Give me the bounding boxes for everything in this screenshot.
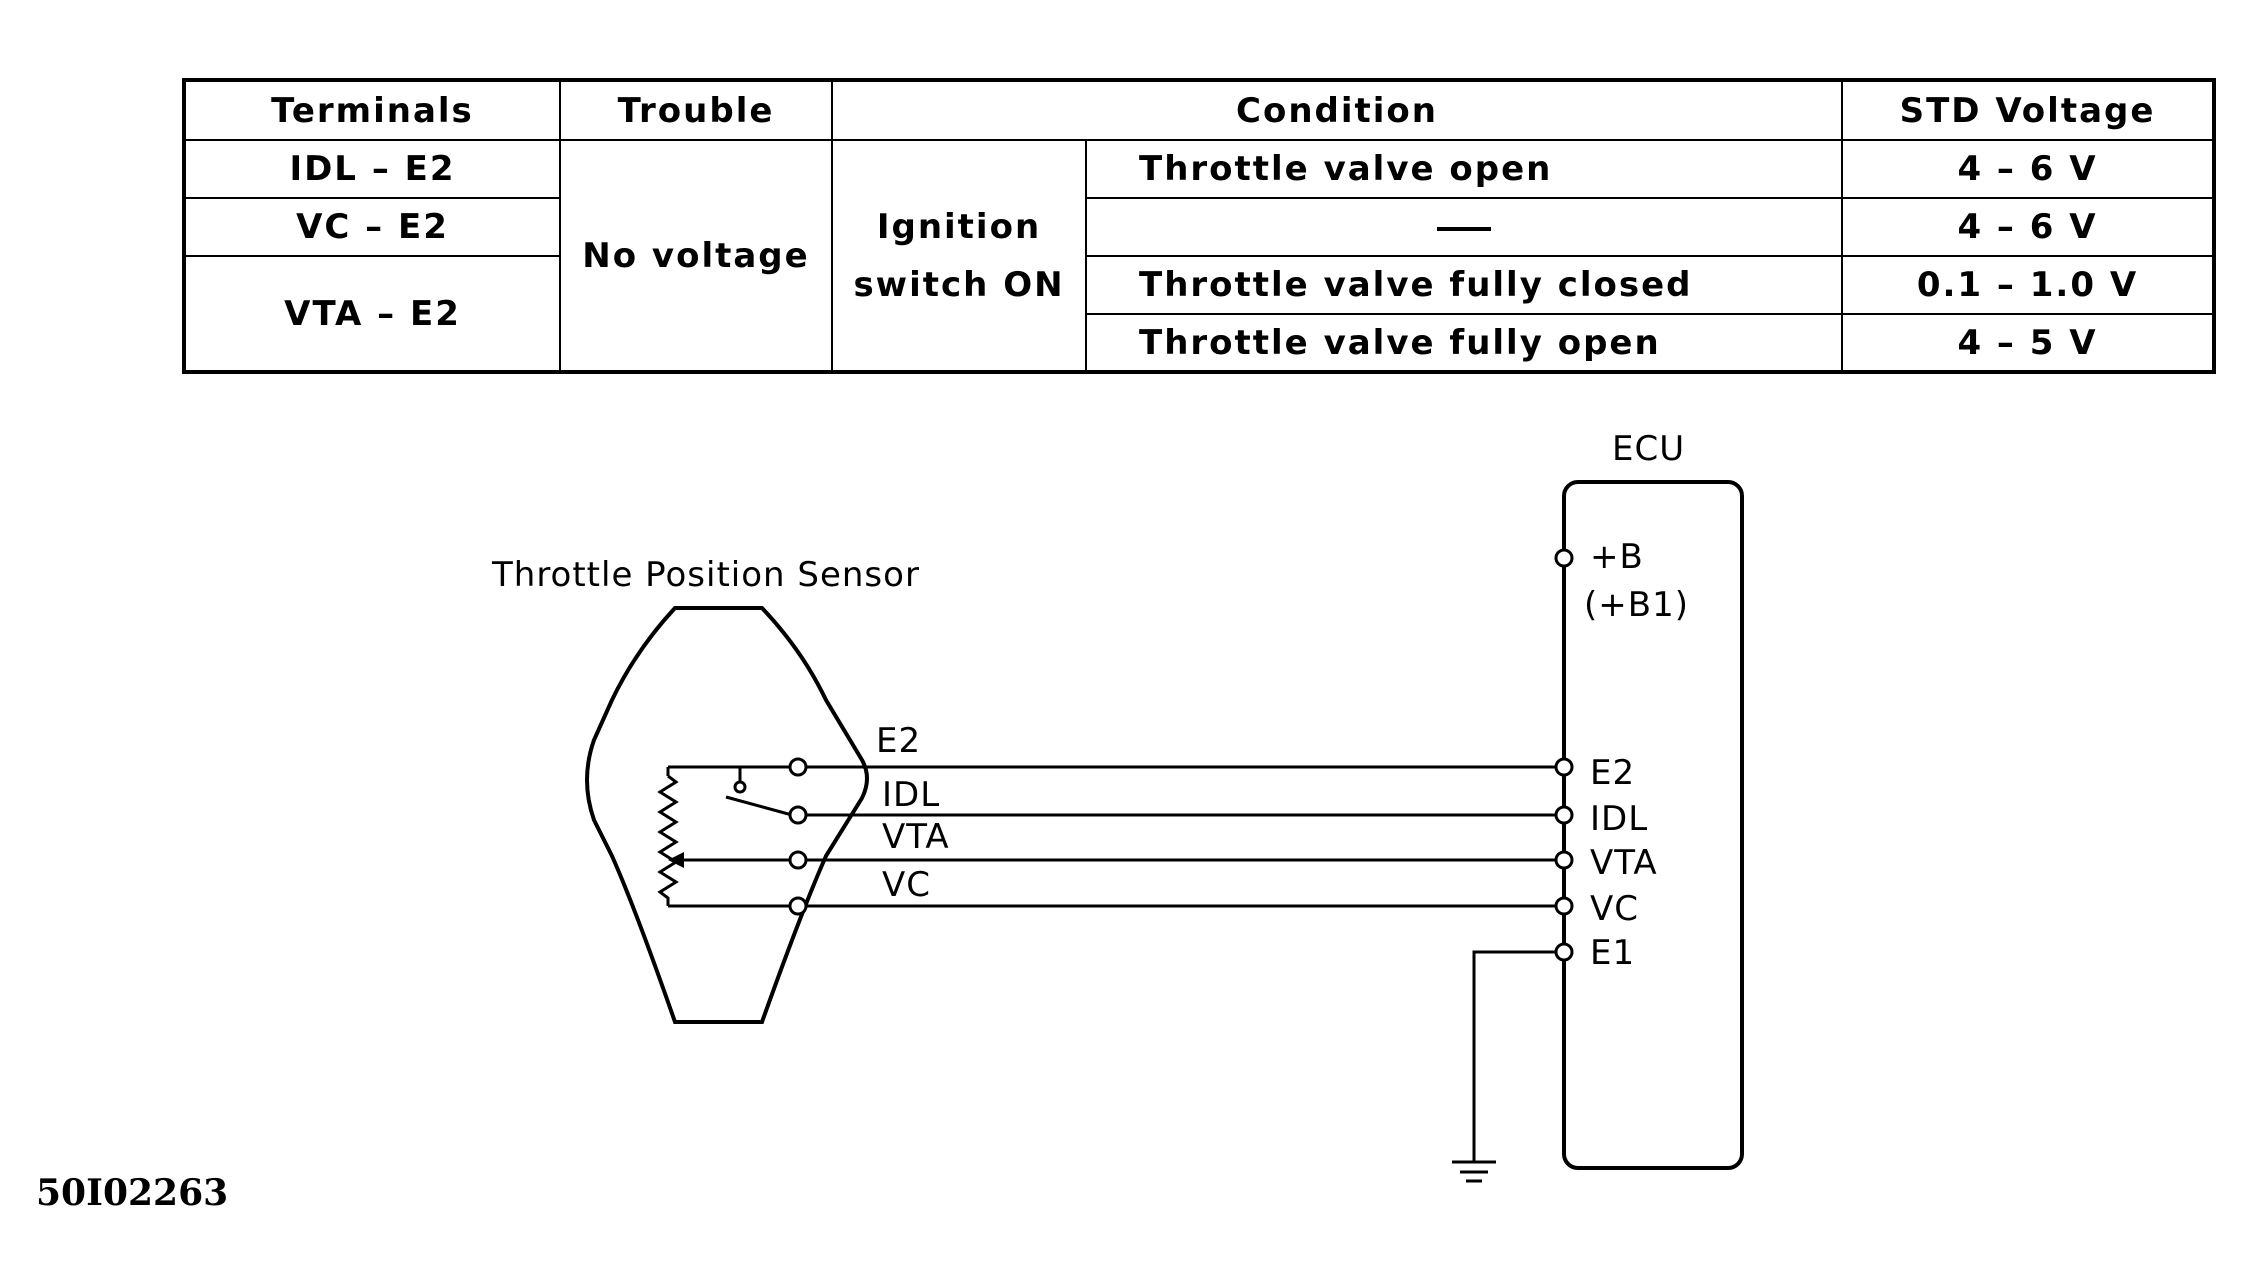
table-row: VTA – E2 Throttle valve fully closed 0.1… <box>183 255 2216 373</box>
wire-e1-ground <box>1472 950 1560 1162</box>
condition-detail-cell: Throttle valve fully closed <box>1084 255 1844 315</box>
ecu-terminal-e2 <box>1554 757 1574 777</box>
idle-switch-symbol <box>725 795 793 817</box>
condition-main-line2: switch ON <box>853 264 1065 305</box>
voltage-cell: 4 – 5 V <box>1841 313 2216 373</box>
header-std-voltage: STD Voltage <box>1841 79 2216 141</box>
ecu-terminal-label-e2: E2 <box>1590 753 1635 793</box>
wire-label-vc: VC <box>882 865 931 905</box>
ecu-box <box>1562 480 1744 1170</box>
header-trouble: Trouble <box>559 79 833 141</box>
condition-main-line1: Ignition <box>876 206 1042 247</box>
condition-detail-cell: — <box>1084 197 1844 257</box>
voltage-cell: 4 – 6 V <box>1841 197 2216 257</box>
table-row: VC – E2 — 4 – 6 V <box>183 197 2216 257</box>
table-row: Throttle valve fully open 4 – 5 V <box>184 313 2216 373</box>
ecu-terminal-b <box>1554 548 1574 568</box>
sensor-terminal-e2 <box>788 757 808 777</box>
ecu-terminal-vc <box>1554 896 1574 916</box>
sensor-terminal-vc <box>788 896 808 916</box>
condition-detail-cell: Throttle valve fully open <box>1084 313 1844 373</box>
sensor-label: Throttle Position Sensor <box>491 555 920 595</box>
wire-label-e2: E2 <box>876 721 921 761</box>
terminal-cell: VC – E2 <box>183 197 561 257</box>
sensor-terminal-idl <box>788 805 808 825</box>
voltage-cell: 4 – 6 V <box>1841 139 2216 199</box>
header-condition: Condition <box>830 79 1844 141</box>
ecu-terminal-idl <box>1554 805 1574 825</box>
figure-id: 50I02263 <box>36 1172 229 1214</box>
ecu-terminal-vta <box>1554 850 1574 870</box>
terminal-cell: VTA – E2 <box>183 255 561 373</box>
ecu-label: ECU <box>1612 429 1685 469</box>
voltage-cell: 0.1 – 1.0 V <box>1841 255 2216 315</box>
voltage-spec-table: Terminals Trouble Condition STD Voltage … <box>182 78 2217 374</box>
terminal-cell: IDL – E2 <box>183 139 561 199</box>
ecu-terminal-label-e1: E1 <box>1590 933 1635 973</box>
table-header-row: Terminals Trouble Condition STD Voltage <box>183 79 2216 141</box>
header-terminals: Terminals <box>183 79 561 141</box>
sensor-housing <box>585 606 869 1024</box>
sensor-terminal-vta <box>788 850 808 870</box>
table-row: IDL – E2 No voltage Ignition switch ON Th… <box>183 139 2216 373</box>
ecu-terminal-label-b: +B <box>1590 537 1644 577</box>
ecu-terminal-label-vta: VTA <box>1590 843 1658 883</box>
dash-mark <box>1437 226 1491 231</box>
potentiometer-symbol <box>657 774 679 906</box>
ecu-terminal-label-vc: VC <box>1590 889 1639 929</box>
wire-label-vta: VTA <box>882 817 950 857</box>
ecu-terminal-e1 <box>1554 942 1574 962</box>
wiper-arrow <box>668 852 684 868</box>
trouble-cell: No voltage <box>559 139 833 373</box>
idle-switch-contact <box>733 780 747 794</box>
ground-symbol <box>1452 1160 1496 1183</box>
condition-detail-cell: Throttle valve open <box>1084 139 1844 199</box>
wire-label-idl: IDL <box>882 775 940 815</box>
ecu-terminal-label-idl: IDL <box>1590 799 1648 839</box>
ecu-terminal-label-b1: (+B1) <box>1584 585 1689 625</box>
condition-main-cell: Ignition switch ON <box>831 139 1087 373</box>
